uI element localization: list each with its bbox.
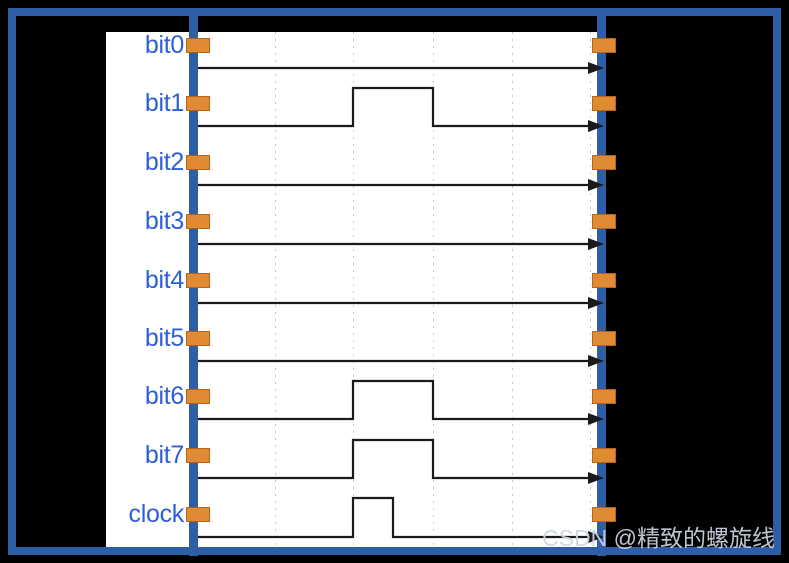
signal-label-clock: clock	[128, 500, 185, 528]
frame-border-right	[773, 8, 781, 555]
port-left-clock[interactable]	[186, 507, 210, 522]
gridline-1	[275, 32, 276, 548]
waveform-svg-bit6	[198, 379, 604, 425]
port-right-clock[interactable]	[592, 507, 616, 522]
signal-label-bit7: bit7	[144, 441, 184, 469]
wire-arrowhead-clock	[588, 531, 604, 543]
port-right-bit5[interactable]	[592, 331, 616, 346]
port-left-bit4[interactable]	[186, 273, 210, 288]
port-right-bit6[interactable]	[592, 389, 616, 404]
waveform-svg-bit3	[198, 238, 604, 250]
wire-arrowhead-bit1	[588, 120, 604, 132]
signal-label-bit2: bit2	[144, 148, 184, 176]
wire-arrowhead-bit6	[588, 413, 604, 425]
signal-label-bit6: bit6	[144, 382, 184, 410]
gridline-3	[433, 32, 434, 548]
waveform-svg-bit2	[198, 179, 604, 191]
signal-label-bit4: bit4	[144, 266, 184, 294]
waveform-svg-bit4	[198, 297, 604, 309]
port-left-bit7[interactable]	[186, 448, 210, 463]
port-right-bit7[interactable]	[592, 448, 616, 463]
port-right-bit2[interactable]	[592, 155, 616, 170]
port-right-bit0[interactable]	[592, 38, 616, 53]
port-left-bit0[interactable]	[186, 38, 210, 53]
gridline-2	[353, 32, 354, 548]
port-left-bit6[interactable]	[186, 389, 210, 404]
gridline-5	[590, 32, 591, 548]
signal-label-bit0: bit0	[144, 31, 184, 59]
port-left-bit2[interactable]	[186, 155, 210, 170]
frame-border-bottom	[8, 547, 781, 555]
wire-arrowhead-bit2	[588, 179, 604, 191]
port-left-bit1[interactable]	[186, 96, 210, 111]
signal-label-bit3: bit3	[144, 207, 184, 235]
waveform-svg-clock	[198, 496, 604, 543]
frame-border-left	[8, 8, 16, 555]
wire-arrowhead-bit4	[588, 297, 604, 309]
port-right-bit1[interactable]	[592, 96, 616, 111]
frame-border-top	[8, 8, 781, 16]
waveform-svg-bit7	[198, 438, 604, 484]
waveform-svg-bit5	[198, 355, 604, 367]
gridline-4	[512, 32, 513, 548]
waveform-svg-bit1	[198, 86, 604, 132]
port-left-bit5[interactable]	[186, 331, 210, 346]
wire-arrowhead-bit0	[588, 62, 604, 74]
signal-label-bit1: bit1	[144, 89, 184, 117]
port-left-bit3[interactable]	[186, 214, 210, 229]
right-black-strip	[610, 16, 773, 547]
port-right-bit4[interactable]	[592, 273, 616, 288]
signal-label-bit5: bit5	[144, 324, 184, 352]
waveform-svg-bit0	[198, 62, 604, 74]
wire-arrowhead-bit3	[588, 238, 604, 250]
watermark: CSDN @精致的螺旋线	[542, 525, 775, 551]
wire-arrowhead-bit5	[588, 355, 604, 367]
port-right-bit3[interactable]	[592, 214, 616, 229]
wire-arrowhead-bit7	[588, 472, 604, 484]
